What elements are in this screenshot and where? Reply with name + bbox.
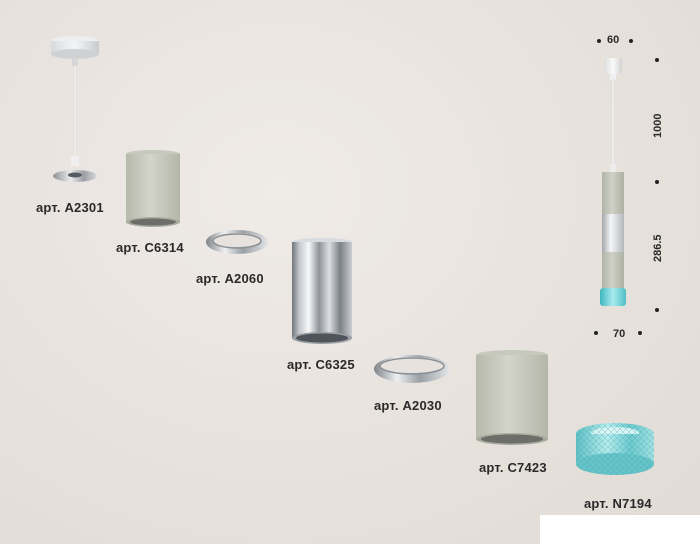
article-label-c6325: арт. C6325: [287, 357, 355, 372]
dim-cable-length: 1000: [652, 113, 664, 138]
ring-a2060-image: [204, 228, 270, 258]
dim-top-width: 60: [607, 34, 620, 46]
article-label-c6314: арт. C6314: [116, 240, 184, 255]
cylinder-c6314-image: [124, 150, 184, 232]
dim-body-height: 286.5: [652, 234, 664, 262]
dim-dot-bottom-right: [638, 331, 642, 335]
dim-bottom-width: 70: [613, 328, 626, 340]
ring-a2030-image: [372, 352, 452, 386]
dim-dot-top-right: [629, 39, 633, 43]
ceiling-mount-a2301-image: [45, 36, 115, 186]
footer-white-strip: [540, 515, 700, 544]
dim-dot-right-1: [655, 58, 659, 62]
glass-diffuser-n7194-image: [572, 420, 658, 482]
dim-dot-bottom-left: [594, 331, 598, 335]
assembled-pendant-image: [594, 56, 634, 326]
cylinder-c7423-image: [474, 350, 554, 450]
dim-dot-right-3: [655, 308, 659, 312]
cylinder-c6325-image: [290, 238, 356, 350]
article-label-a2301: арт. A2301: [36, 200, 104, 215]
article-label-a2030: арт. A2030: [374, 398, 442, 413]
article-label-n7194: арт. N7194: [584, 496, 652, 511]
dim-dot-top-left: [597, 39, 601, 43]
article-label-a2060: арт. A2060: [196, 271, 264, 286]
article-label-c7423: арт. C7423: [479, 460, 547, 475]
dim-dot-right-2: [655, 180, 659, 184]
